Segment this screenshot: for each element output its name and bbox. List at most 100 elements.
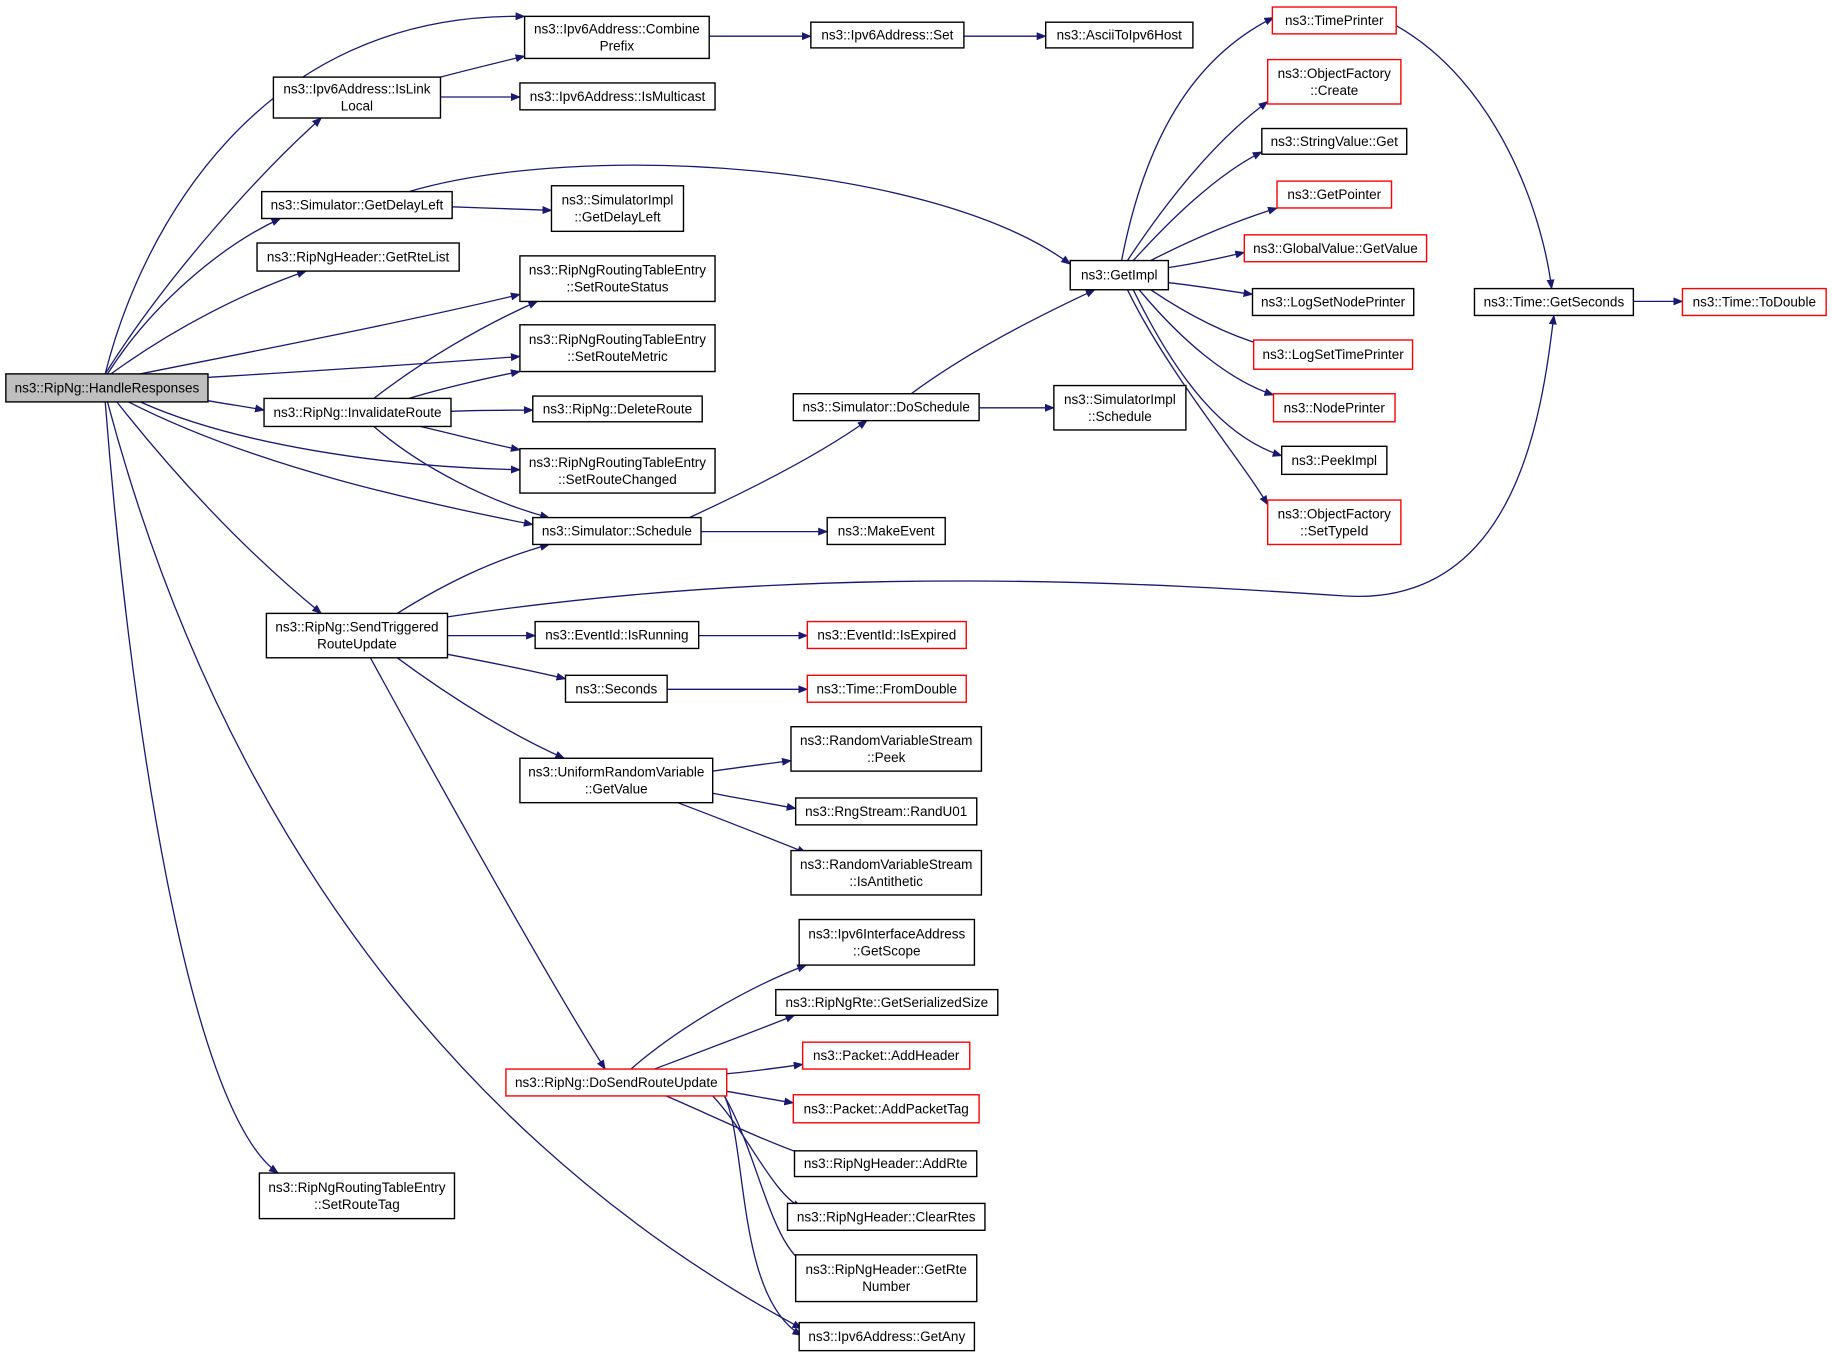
node-label: Local <box>341 99 373 114</box>
node-label: ns3::UniformRandomVariable <box>528 764 704 779</box>
node-ipv6set[interactable]: ns3::Ipv6Address::Set <box>810 21 965 49</box>
edge-getimpl-to-logsetnodeprinter <box>1168 282 1254 298</box>
node-label: ::SetRouteMetric <box>567 349 668 364</box>
node-rvsisantithetic[interactable]: ns3::RandomVariableStream::IsAntithetic <box>790 849 983 896</box>
node-setroutechanged[interactable]: ns3::RipNgRoutingTableEntry::SetRouteCha… <box>519 447 716 494</box>
node-box <box>794 797 978 826</box>
node-label: ns3::Simulator::GetDelayLeft <box>271 198 444 213</box>
node-logsetnodeprinter[interactable]: ns3::LogSetNodePrinter <box>1251 287 1415 317</box>
node-isexpired[interactable]: ns3::EventId::IsExpired <box>806 620 967 650</box>
node-box <box>792 393 980 422</box>
node-label: ::Schedule <box>1088 409 1152 424</box>
node-box <box>523 15 710 60</box>
node-invalidateroute[interactable]: ns3::RipNg::InvalidateRoute <box>263 397 452 428</box>
node-setroutetag[interactable]: ns3::RipNgRoutingTableEntry::SetRouteTag <box>258 1172 456 1220</box>
edge-sendtriggered-to-urvgetvalue <box>396 657 566 759</box>
node-urvgetvalue[interactable]: ns3::UniformRandomVariable::GetValue <box>519 757 714 804</box>
edge-getimpl-to-nodeprinter <box>1138 289 1275 396</box>
edge-getimpl-to-ofsettypeid <box>1126 289 1269 506</box>
node-box <box>519 757 714 804</box>
node-getany[interactable]: ns3::Ipv6Address::GetAny <box>798 1321 976 1352</box>
node-stringvalueget[interactable]: ns3::StringValue::Get <box>1261 127 1408 155</box>
node-simimplschedule[interactable]: ns3::SimulatorImpl::Schedule <box>1053 384 1187 431</box>
node-label: ns3::RngStream::RandU01 <box>805 804 967 819</box>
node-box <box>798 918 976 966</box>
node-fromdouble[interactable]: ns3::Time::FromDouble <box>806 674 967 703</box>
node-label: ::GetScope <box>853 943 921 958</box>
node-getdelayleft[interactable]: ns3::Simulator::GetDelayLeft <box>261 190 453 220</box>
node-asciitoipv6[interactable]: ns3::AsciiToIpv6Host <box>1044 21 1194 49</box>
node-addheader[interactable]: ns3::Packet::AddHeader <box>801 1041 971 1070</box>
node-clearrtes[interactable]: ns3::RipNgHeader::ClearRtes <box>786 1202 986 1231</box>
node-label: ns3::Time::FromDouble <box>817 681 958 696</box>
node-getpointer[interactable]: ns3::GetPointer <box>1276 180 1393 209</box>
node-ofsettypeid[interactable]: ns3::ObjectFactory::SetTypeId <box>1266 499 1402 546</box>
edge-root-to-islinklocal <box>104 117 323 375</box>
edge-sendtriggered-to-getseconds <box>447 314 1557 618</box>
node-ofcreate[interactable]: ns3::ObjectFactory::Create <box>1266 58 1402 105</box>
node-rvspeek[interactable]: ns3::RandomVariableStream::Peek <box>790 726 983 772</box>
node-deleteroute[interactable]: ns3::RipNg::DeleteRoute <box>532 395 703 423</box>
node-setroutemetric[interactable]: ns3::RipNgRoutingTableEntry::SetRouteMet… <box>519 324 716 373</box>
node-label: ns3::RipNgHeader::ClearRtes <box>797 1209 976 1224</box>
node-label: ns3::TimePrinter <box>1285 13 1384 28</box>
node-setroutestatus[interactable]: ns3::RipNgRoutingTableEntry::SetRouteSta… <box>519 255 716 303</box>
node-dosendrouteupdate[interactable]: ns3::RipNg::DoSendRouteUpdate <box>505 1068 728 1097</box>
node-timeprinter[interactable]: ns3::TimePrinter <box>1271 6 1397 35</box>
node-simimplgetdelayleft[interactable]: ns3::SimulatorImpl::GetDelayLeft <box>550 185 685 233</box>
node-isrunning[interactable]: ns3::EventId::IsRunning <box>534 620 700 650</box>
edge-getimpl-to-ofcreate <box>1126 101 1269 261</box>
node-label: ns3::RandomVariableStream <box>800 733 972 748</box>
node-root[interactable]: ns3::RipNg::HandleResponses <box>5 373 209 403</box>
edge-urvgetvalue-to-rvspeek <box>712 757 792 772</box>
node-getscope[interactable]: ns3::Ipv6InterfaceAddress::GetScope <box>798 918 976 966</box>
node-box <box>1243 234 1428 263</box>
edge-getimpl-to-globalvaluegetvalue <box>1168 250 1246 269</box>
edge-root-to-setroutemetric <box>207 353 521 379</box>
node-box <box>1053 384 1187 431</box>
node-globalvaluegetvalue[interactable]: ns3::GlobalValue::GetValue <box>1243 234 1428 263</box>
node-makeevent[interactable]: ns3::MakeEvent <box>826 516 946 546</box>
node-logsettimeprinter[interactable]: ns3::LogSetTimePrinter <box>1252 339 1414 370</box>
edge-invalidateroute-to-setroutechanged <box>420 425 521 452</box>
node-label: ns3::ObjectFactory <box>1278 506 1392 521</box>
edge-dosendrouteupdate-to-getscope <box>630 964 808 1070</box>
node-schedule[interactable]: ns3::Simulator::Schedule <box>532 516 702 546</box>
node-ismulticast[interactable]: ns3::Ipv6Address::IsMulticast <box>519 82 716 111</box>
node-getrtelist[interactable]: ns3::RipNgHeader::GetRteList <box>256 242 460 272</box>
node-label: ns3::Simulator::Schedule <box>542 524 692 539</box>
node-label: ::GetValue <box>585 781 648 796</box>
node-addpackettag[interactable]: ns3::Packet::AddPacketTag <box>792 1094 980 1124</box>
node-randu01[interactable]: ns3::RngStream::RandU01 <box>794 797 978 826</box>
edge-root-to-getrtelist <box>110 270 308 375</box>
node-label: ::SetRouteStatus <box>566 280 668 295</box>
node-peekimpl[interactable]: ns3::PeekImpl <box>1280 445 1388 476</box>
edge-getimpl-to-peekimpl <box>1132 289 1283 457</box>
node-label: ns3::RipNgRoutingTableEntry <box>529 332 706 347</box>
node-box <box>1252 339 1414 370</box>
node-getimpl[interactable]: ns3::GetImpl <box>1069 259 1170 291</box>
node-addrte[interactable]: ns3::RipNgHeader::AddRte <box>793 1150 978 1178</box>
node-todouble[interactable]: ns3::Time::ToDouble <box>1681 287 1827 317</box>
node-box <box>1266 58 1402 105</box>
node-getseconds[interactable]: ns3::Time::GetSeconds <box>1473 287 1635 317</box>
edge-invalidateroute-to-setroutestatus <box>373 300 539 399</box>
node-doschedule[interactable]: ns3::Simulator::DoSchedule <box>792 393 980 422</box>
edge-getdelayleft-to-simimplgetdelayleft <box>452 206 553 215</box>
node-label: ns3::RipNg::HandleResponses <box>15 380 200 395</box>
node-nodeprinter[interactable]: ns3::NodePrinter <box>1272 393 1396 423</box>
node-label: ns3::Seconds <box>575 681 657 696</box>
node-getserializedsize[interactable]: ns3::RipNgRte::GetSerializedSize <box>775 988 999 1017</box>
edge-invalidateroute-to-schedule <box>373 426 551 520</box>
node-seconds[interactable]: ns3::Seconds <box>564 674 668 703</box>
node-label: ::SetRouteChanged <box>558 472 677 487</box>
node-label: ns3::RipNgRoutingTableEntry <box>268 1180 445 1195</box>
node-label: ns3::StringValue::Get <box>1271 134 1399 149</box>
node-box <box>806 620 967 650</box>
